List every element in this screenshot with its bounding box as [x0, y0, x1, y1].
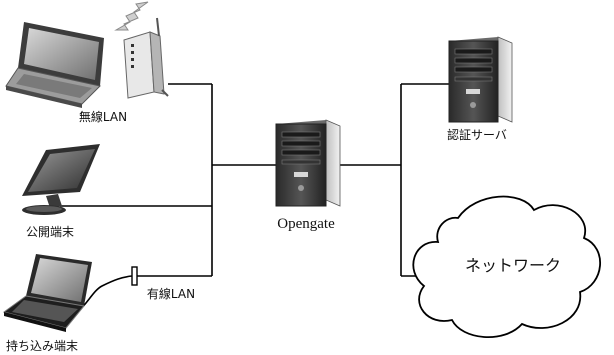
wireless-lan-label: 無線LAN: [79, 109, 127, 124]
wireless-laptop-icon: [5, 22, 104, 108]
connection-lines: [60, 83, 449, 319]
network-cloud-shape: [412, 195, 601, 338]
byod-terminal-label: 持ち込み端末: [6, 338, 78, 353]
auth-server-label: 認証サーバ: [447, 127, 507, 142]
auth-server-icon: [448, 36, 513, 123]
wireless-signal-icon: [114, 1, 149, 31]
opengate-server-icon: [275, 119, 341, 207]
wireless-access-point-icon: [123, 17, 169, 99]
public-terminal-label: 公開端末: [26, 225, 74, 239]
public-terminal-monitor-icon: [22, 144, 100, 215]
network-label: ネットワーク: [465, 256, 561, 275]
wired-lan-label: 有線LAN: [147, 286, 195, 301]
opengate-label: Opengate: [277, 216, 335, 232]
wired-lan-connector-icon: [131, 266, 138, 286]
byod-laptop-icon: [2, 254, 92, 332]
